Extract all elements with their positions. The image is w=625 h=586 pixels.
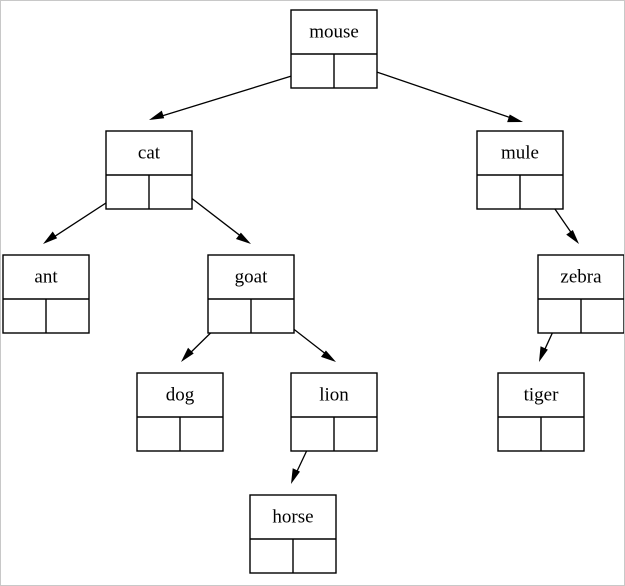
node-right-pointer-cell[interactable] xyxy=(334,54,377,88)
node-right-pointer-cell[interactable] xyxy=(541,417,584,451)
node-left-pointer-cell[interactable] xyxy=(250,539,293,573)
tree-node-mule[interactable]: mule xyxy=(476,130,564,210)
tree-node-goat[interactable]: goat xyxy=(207,254,295,334)
node-left-pointer-cell[interactable] xyxy=(3,299,46,333)
node-label: zebra xyxy=(560,266,602,287)
edge-arrowhead-icon xyxy=(149,110,165,120)
node-right-pointer-cell[interactable] xyxy=(581,299,624,333)
edge-line xyxy=(361,66,511,119)
node-right-pointer-cell[interactable] xyxy=(520,175,563,209)
tree-node-mouse[interactable]: mouse xyxy=(290,9,378,89)
tree-node-zebra[interactable]: zebra xyxy=(537,254,624,334)
node-label: horse xyxy=(272,506,313,527)
node-label: mule xyxy=(501,142,539,163)
edge-arrowhead-icon xyxy=(291,468,300,484)
node-label: dog xyxy=(166,384,195,405)
tree-node-lion[interactable]: lion xyxy=(290,372,378,452)
node-right-pointer-cell[interactable] xyxy=(251,299,294,333)
tree-node-ant[interactable]: ant xyxy=(2,254,90,334)
nodes-layer: mouse cat mule ant goat zebra dog lion tiger hors… xyxy=(2,9,624,574)
node-right-pointer-cell[interactable] xyxy=(180,417,223,451)
node-label: tiger xyxy=(524,384,559,405)
node-left-pointer-cell[interactable] xyxy=(291,54,334,88)
edge-arrowhead-icon xyxy=(539,346,548,362)
tree-node-cat[interactable]: cat xyxy=(105,130,193,210)
node-label: mouse xyxy=(309,21,359,42)
node-left-pointer-cell[interactable] xyxy=(477,175,520,209)
edge-arrowhead-icon xyxy=(181,347,194,362)
tree-edge-mouse-to-mule xyxy=(361,66,523,123)
edge-arrowhead-icon xyxy=(43,231,58,244)
node-left-pointer-cell[interactable] xyxy=(137,417,180,451)
node-label: lion xyxy=(319,384,349,405)
edge-arrowhead-icon xyxy=(566,230,579,244)
node-right-pointer-cell[interactable] xyxy=(293,539,336,573)
node-left-pointer-cell[interactable] xyxy=(106,175,149,209)
edge-arrowhead-icon xyxy=(320,350,336,362)
edge-arrowhead-icon xyxy=(235,232,251,244)
edge-arrowhead-icon xyxy=(507,114,523,123)
node-right-pointer-cell[interactable] xyxy=(334,417,377,451)
node-left-pointer-cell[interactable] xyxy=(291,417,334,451)
node-right-pointer-cell[interactable] xyxy=(149,175,192,209)
tree-node-horse[interactable]: horse xyxy=(249,494,337,574)
node-left-pointer-cell[interactable] xyxy=(538,299,581,333)
node-label: goat xyxy=(235,266,268,287)
node-label: ant xyxy=(34,266,58,287)
node-left-pointer-cell[interactable] xyxy=(498,417,541,451)
tree-node-dog[interactable]: dog xyxy=(136,372,224,452)
node-label: cat xyxy=(138,142,161,163)
node-left-pointer-cell[interactable] xyxy=(208,299,251,333)
node-right-pointer-cell[interactable] xyxy=(46,299,89,333)
tree-node-tiger[interactable]: tiger xyxy=(497,372,585,452)
